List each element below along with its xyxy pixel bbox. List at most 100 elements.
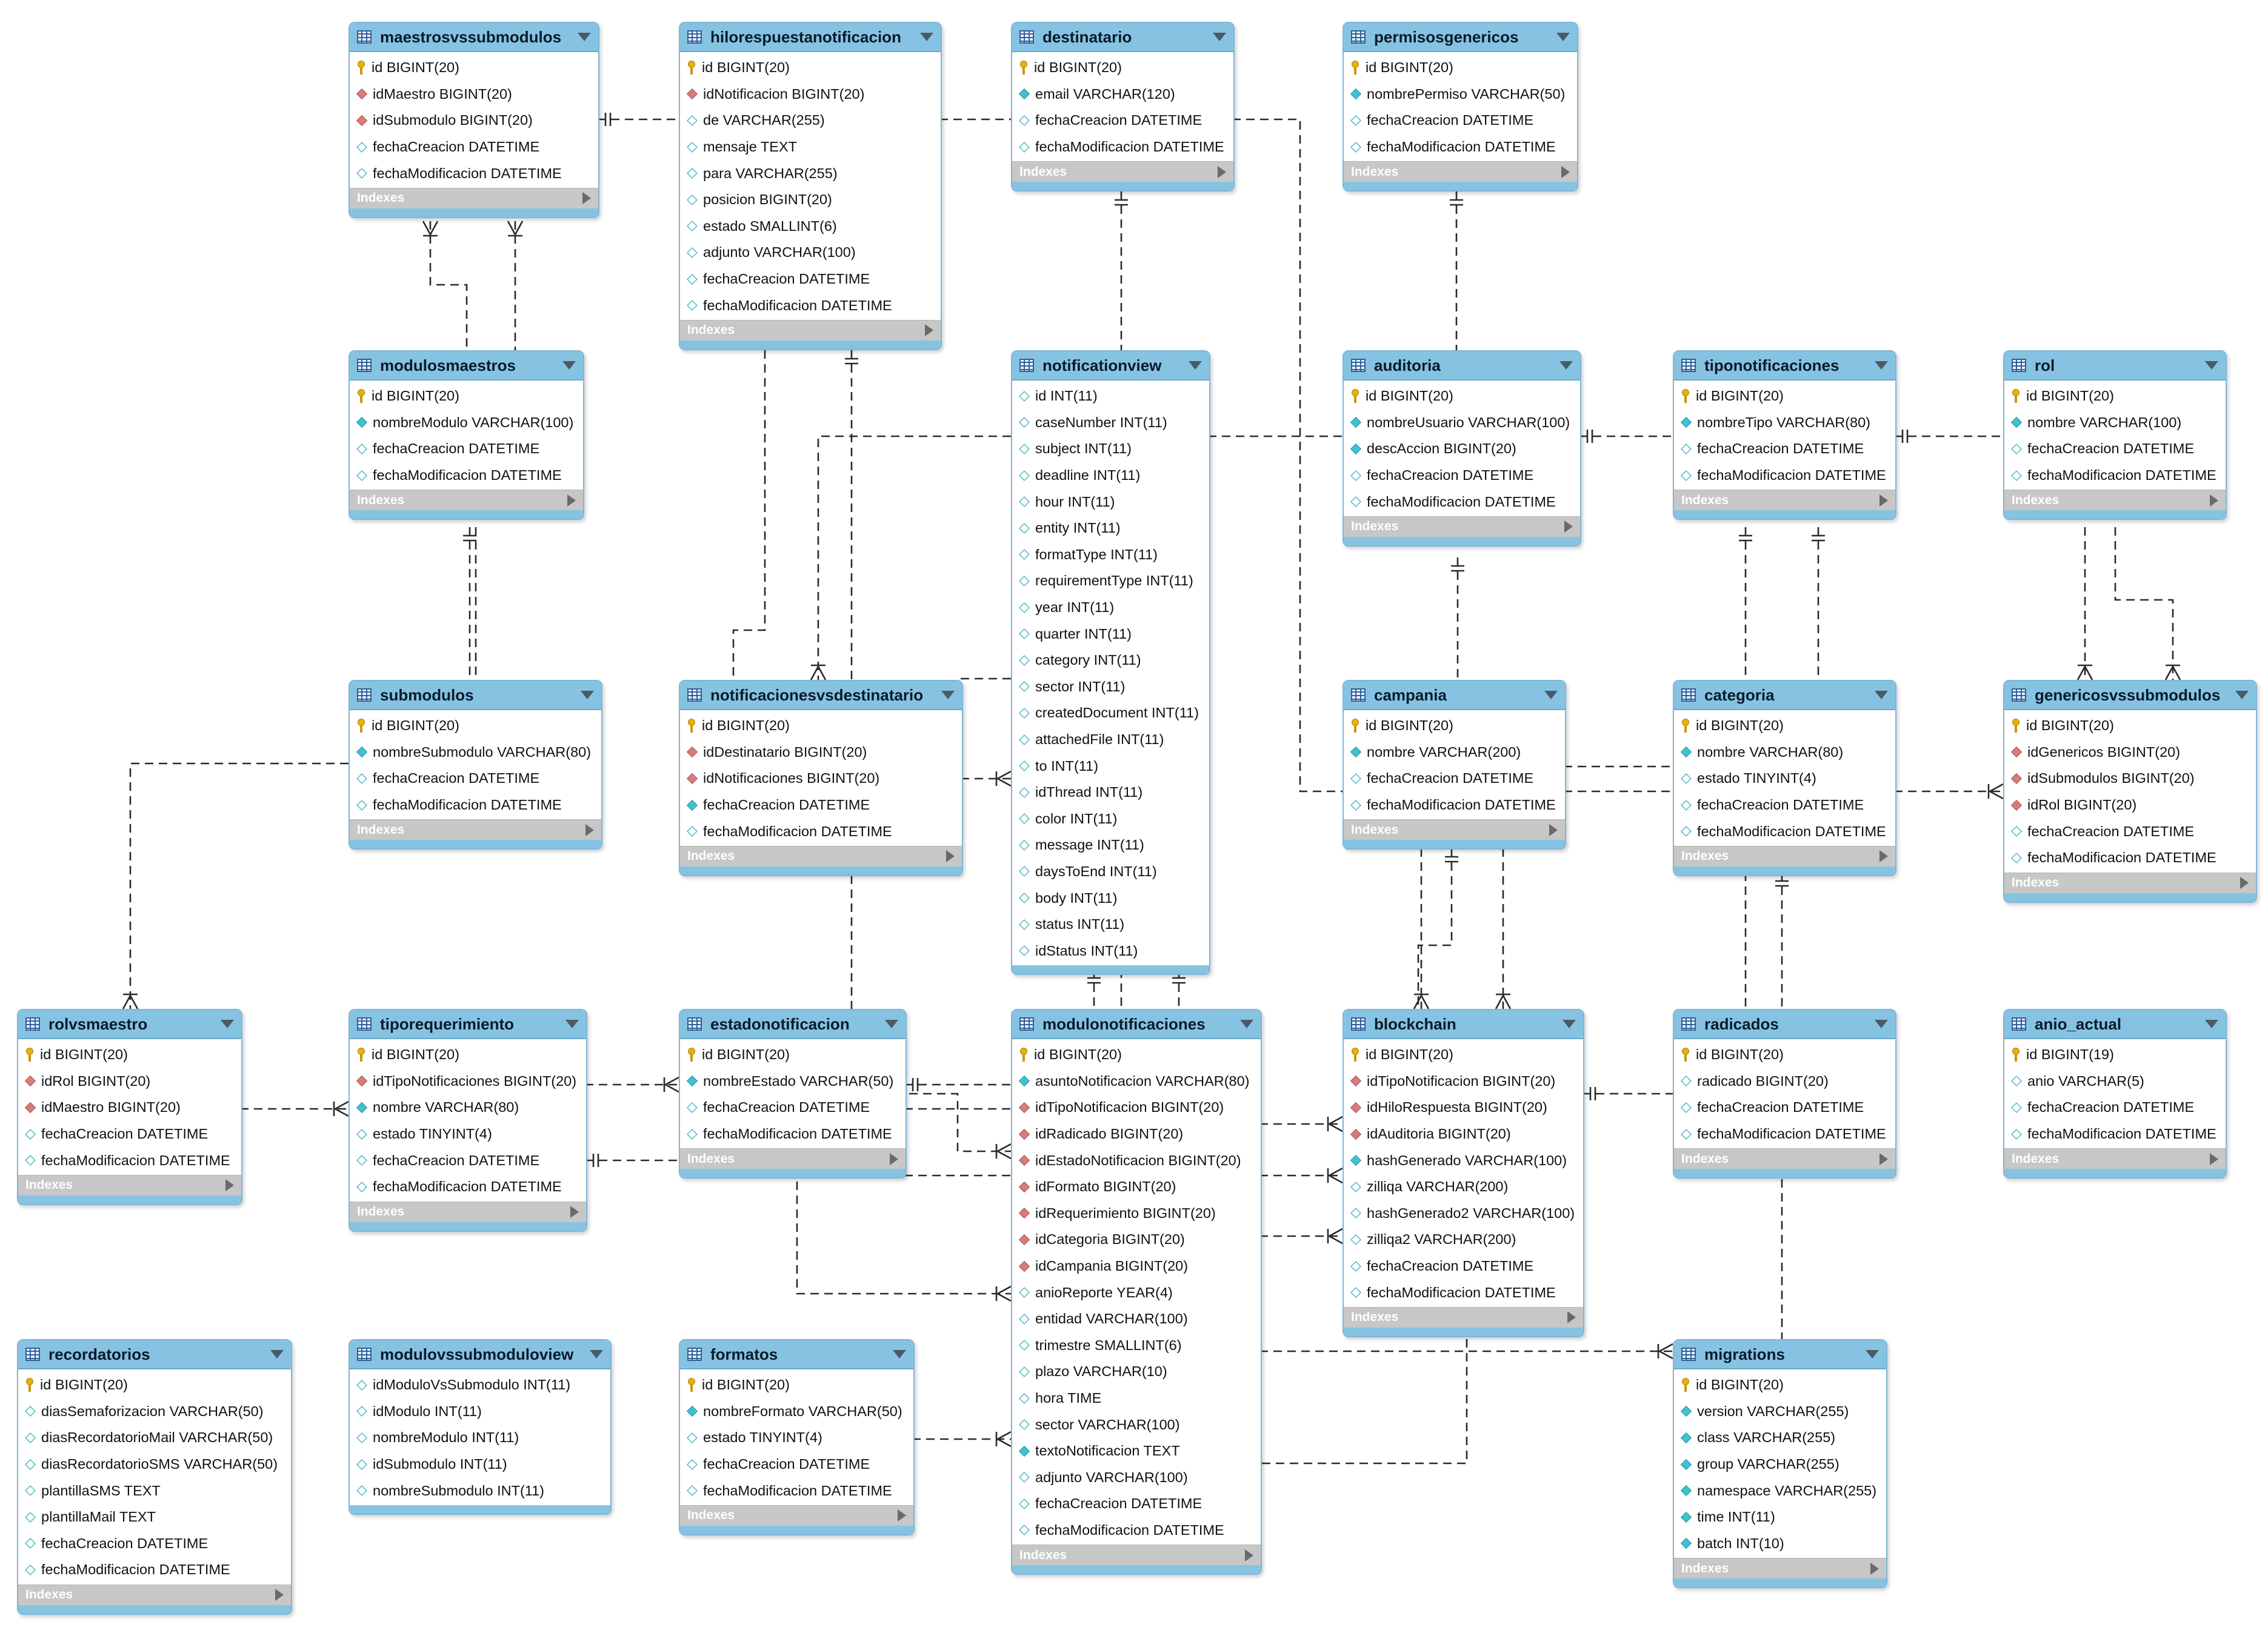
column-row[interactable]: posicion BIGINT(20) bbox=[680, 187, 941, 213]
expand-arrow-icon[interactable] bbox=[925, 324, 933, 337]
column-row[interactable]: fechaCreacion DATETIME bbox=[680, 266, 941, 293]
column-row[interactable]: fechaCreacion DATETIME bbox=[1344, 1253, 1583, 1280]
expand-arrow-icon[interactable] bbox=[1870, 1562, 1879, 1575]
indexes-section[interactable]: Indexes bbox=[2004, 490, 2226, 511]
collapse-toggle-icon[interactable] bbox=[1544, 691, 1558, 699]
column-row[interactable]: asuntoNotificacion VARCHAR(80) bbox=[1012, 1068, 1261, 1095]
indexes-section[interactable]: Indexes bbox=[350, 819, 601, 840]
column-row[interactable]: textoNotificacion TEXT bbox=[1012, 1438, 1261, 1465]
table-header[interactable]: destinatario bbox=[1012, 23, 1233, 52]
table-header[interactable]: auditoria bbox=[1344, 351, 1580, 381]
column-row[interactable]: nombreSubmodulo INT(11) bbox=[350, 1477, 610, 1504]
collapse-toggle-icon[interactable] bbox=[1875, 361, 1888, 370]
column-row[interactable]: category INT(11) bbox=[1012, 647, 1209, 674]
column-row[interactable]: fechaModificacion DATETIME bbox=[680, 1121, 906, 1148]
column-row[interactable]: id BIGINT(20) bbox=[680, 1372, 913, 1399]
column-row[interactable]: id INT(11) bbox=[1012, 383, 1209, 410]
column-row[interactable]: fechaCreacion DATETIME bbox=[1344, 462, 1580, 489]
column-row[interactable]: id BIGINT(20) bbox=[1344, 713, 1565, 739]
table-header[interactable]: notificacionesvsdestinatario bbox=[680, 681, 962, 710]
expand-arrow-icon[interactable] bbox=[1567, 1311, 1576, 1324]
column-row[interactable]: hashGenerado VARCHAR(100) bbox=[1344, 1147, 1583, 1174]
column-row[interactable]: fechaModificacion DATETIME bbox=[1344, 1279, 1583, 1306]
table-header[interactable]: rol bbox=[2004, 351, 2226, 381]
column-row[interactable]: fechaCreacion DATETIME bbox=[1012, 1491, 1261, 1517]
column-row[interactable]: estado TINYINT(4) bbox=[680, 1425, 913, 1451]
collapse-toggle-icon[interactable] bbox=[1875, 691, 1888, 699]
column-row[interactable]: estado SMALLINT(6) bbox=[680, 213, 941, 240]
collapse-toggle-icon[interactable] bbox=[893, 1350, 906, 1359]
table-header[interactable]: blockchain bbox=[1344, 1010, 1583, 1039]
expand-arrow-icon[interactable] bbox=[1218, 165, 1226, 178]
collapse-toggle-icon[interactable] bbox=[1563, 1020, 1576, 1028]
relationship-connector[interactable] bbox=[796, 1182, 1011, 1295]
indexes-section[interactable]: Indexes bbox=[18, 1584, 291, 1605]
column-row[interactable]: id BIGINT(20) bbox=[1344, 1042, 1583, 1068]
column-row[interactable]: daysToEnd INT(11) bbox=[1012, 859, 1209, 885]
column-row[interactable]: fechaModificacion DATETIME bbox=[1344, 134, 1577, 161]
indexes-section[interactable]: Indexes bbox=[2004, 1148, 2226, 1169]
column-row[interactable]: idStatus INT(11) bbox=[1012, 937, 1209, 964]
column-row[interactable]: idNotificacion BIGINT(20) bbox=[680, 81, 941, 108]
column-row[interactable]: fechaCreacion DATETIME bbox=[2004, 1094, 2226, 1121]
column-row[interactable]: adjunto VARCHAR(100) bbox=[1012, 1465, 1261, 1491]
expand-arrow-icon[interactable] bbox=[1879, 850, 1888, 863]
column-row[interactable]: idMaestro BIGINT(20) bbox=[350, 81, 598, 108]
collapse-toggle-icon[interactable] bbox=[2235, 691, 2249, 699]
expand-arrow-icon[interactable] bbox=[585, 823, 594, 836]
indexes-section[interactable]: Indexes bbox=[1344, 516, 1580, 537]
column-row[interactable]: idModuloVsSubmodulo INT(11) bbox=[350, 1372, 610, 1399]
expand-arrow-icon[interactable] bbox=[275, 1589, 284, 1601]
column-row[interactable]: fechaModificacion DATETIME bbox=[2004, 462, 2226, 489]
expand-arrow-icon[interactable] bbox=[946, 850, 955, 863]
column-row[interactable]: fechaCreacion DATETIME bbox=[350, 134, 598, 161]
column-row[interactable]: attachedFile INT(11) bbox=[1012, 727, 1209, 753]
table-header[interactable]: modulonotificaciones bbox=[1012, 1010, 1261, 1039]
column-row[interactable]: radicado BIGINT(20) bbox=[1674, 1068, 1895, 1095]
column-row[interactable]: sector VARCHAR(100) bbox=[1012, 1411, 1261, 1438]
column-row[interactable]: fechaCreacion DATETIME bbox=[350, 436, 583, 462]
column-row[interactable]: deadline INT(11) bbox=[1012, 462, 1209, 489]
collapse-toggle-icon[interactable] bbox=[920, 33, 933, 41]
column-row[interactable]: zilliqa2 VARCHAR(200) bbox=[1344, 1226, 1583, 1253]
indexes-section[interactable]: Indexes bbox=[680, 845, 962, 866]
column-row[interactable]: id BIGINT(20) bbox=[18, 1042, 241, 1068]
indexes-section[interactable]: Indexes bbox=[1012, 161, 1233, 182]
collapse-toggle-icon[interactable] bbox=[578, 33, 591, 41]
column-row[interactable]: fechaCreacion DATETIME bbox=[2004, 818, 2256, 845]
column-row[interactable]: id BIGINT(20) bbox=[1012, 1042, 1261, 1068]
column-row[interactable]: fechaModificacion DATETIME bbox=[350, 792, 601, 819]
column-row[interactable]: fechaCreacion DATETIME bbox=[350, 1147, 586, 1174]
column-row[interactable]: body INT(11) bbox=[1012, 885, 1209, 911]
column-row[interactable]: de VARCHAR(255) bbox=[680, 107, 941, 134]
column-row[interactable]: group VARCHAR(255) bbox=[1674, 1451, 1886, 1478]
collapse-toggle-icon[interactable] bbox=[581, 691, 594, 699]
indexes-section[interactable]: Indexes bbox=[350, 490, 583, 511]
column-row[interactable]: id BIGINT(20) bbox=[350, 713, 601, 739]
relationship-connector[interactable] bbox=[959, 677, 1011, 779]
column-row[interactable]: fechaCreacion DATETIME bbox=[1344, 765, 1565, 792]
column-row[interactable]: id BIGINT(20) bbox=[2004, 383, 2226, 410]
column-row[interactable]: nombre VARCHAR(200) bbox=[1344, 739, 1565, 766]
column-row[interactable]: fechaModificacion DATETIME bbox=[350, 462, 583, 489]
column-row[interactable]: fechaModificacion DATETIME bbox=[1674, 818, 1895, 845]
table-modulonotificaciones[interactable]: modulonotificaciones id BIGINT(20)asuntoN… bbox=[1011, 1009, 1262, 1575]
column-row[interactable]: id BIGINT(20) bbox=[1674, 1042, 1895, 1068]
indexes-section[interactable]: Indexes bbox=[1674, 1558, 1886, 1579]
column-row[interactable]: idSubmodulo INT(11) bbox=[350, 1451, 610, 1478]
column-row[interactable]: diasRecordatorioMail VARCHAR(50) bbox=[18, 1425, 291, 1451]
column-row[interactable]: idRequerimiento BIGINT(20) bbox=[1012, 1200, 1261, 1227]
expand-arrow-icon[interactable] bbox=[1879, 1152, 1888, 1165]
expand-arrow-icon[interactable] bbox=[225, 1179, 234, 1192]
column-row[interactable]: message INT(11) bbox=[1012, 832, 1209, 859]
column-row[interactable]: id BIGINT(20) bbox=[350, 383, 583, 410]
expand-arrow-icon[interactable] bbox=[1549, 823, 1558, 836]
expand-arrow-icon[interactable] bbox=[2210, 1152, 2218, 1165]
column-row[interactable]: nombreFormato VARCHAR(50) bbox=[680, 1399, 913, 1425]
expand-arrow-icon[interactable] bbox=[1561, 165, 1570, 178]
collapse-toggle-icon[interactable] bbox=[270, 1350, 284, 1359]
indexes-section[interactable]: Indexes bbox=[350, 187, 598, 208]
